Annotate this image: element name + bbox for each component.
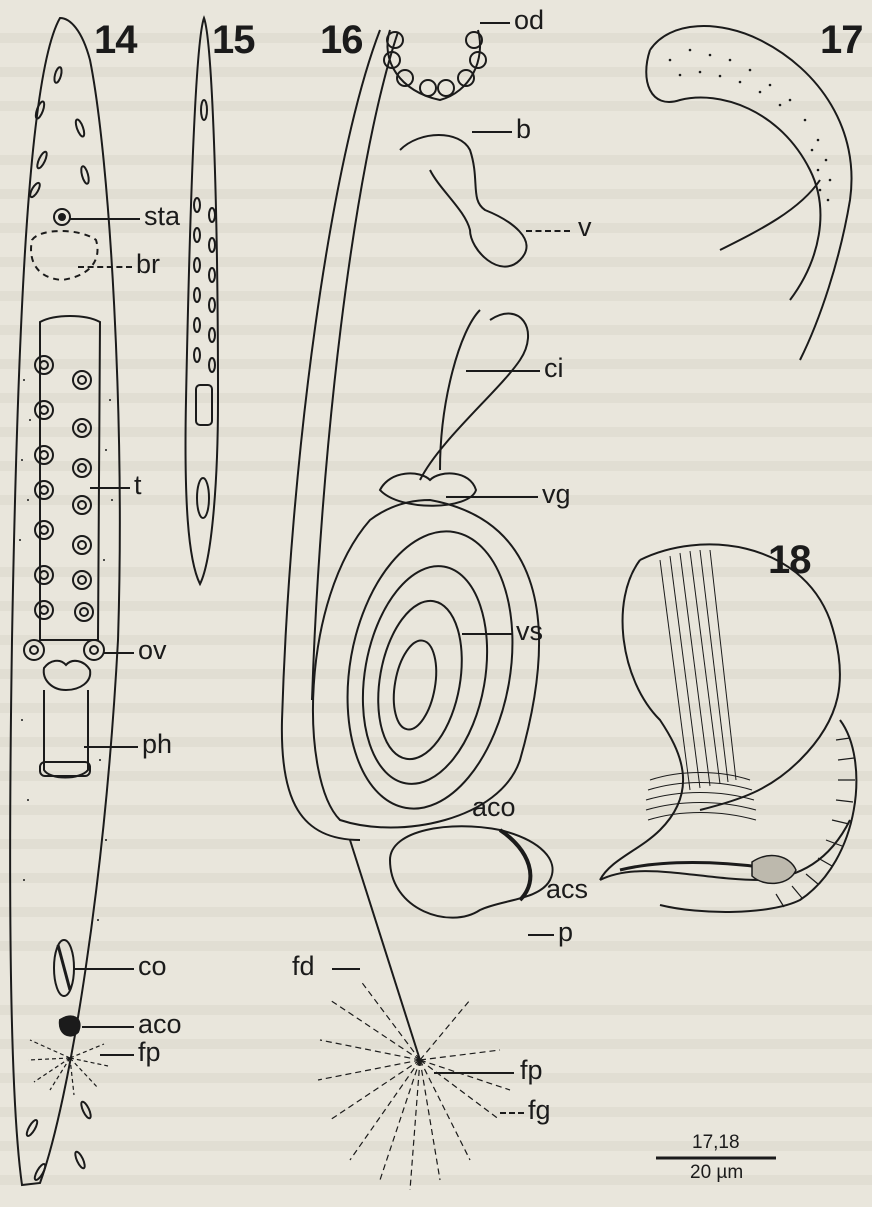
leader-line-fp-16 — [434, 1072, 514, 1074]
leader-line-v — [526, 230, 570, 232]
figure-number-16: 16 — [320, 20, 363, 60]
leader-line-co — [74, 968, 134, 970]
scale-bar-figures: 17,18 — [692, 1132, 740, 1154]
label-vs: vs — [516, 618, 543, 645]
leader-line-br — [78, 266, 132, 268]
figure-number-15: 15 — [212, 20, 255, 60]
leader-line-ph — [84, 746, 138, 748]
label-v: v — [578, 214, 592, 241]
leader-line-vs — [462, 633, 512, 635]
leader-line-b — [472, 131, 512, 133]
leader-line-sta — [70, 218, 140, 220]
leader-line-fp — [100, 1054, 134, 1056]
leader-line-t — [90, 487, 130, 489]
figure-number-14: 14 — [94, 20, 137, 60]
label-fp-14: fp — [138, 1039, 161, 1066]
label-od: od — [514, 7, 544, 34]
leader-line-p — [528, 934, 554, 936]
label-ci: ci — [544, 355, 564, 382]
label-br: br — [136, 251, 160, 278]
figure-number-17: 17 — [820, 20, 863, 60]
label-co: co — [138, 953, 167, 980]
label-acs: acs — [546, 876, 588, 903]
leader-line-fd — [332, 968, 360, 970]
label-vg: vg — [542, 481, 571, 508]
leader-line-aco — [82, 1026, 134, 1028]
label-fd: fd — [292, 953, 315, 980]
label-p: p — [558, 919, 573, 946]
scale-bar-length: 20 µm — [690, 1162, 743, 1184]
label-t: t — [134, 472, 142, 499]
leader-line-vg — [446, 496, 538, 498]
label-ov: ov — [138, 637, 167, 664]
leader-line-ov — [104, 652, 134, 654]
label-fp-16: fp — [520, 1057, 543, 1084]
leader-line-ci — [466, 370, 540, 372]
leader-line-od — [480, 22, 510, 24]
label-sta: sta — [144, 203, 180, 230]
label-fg: fg — [528, 1097, 551, 1124]
label-b: b — [516, 116, 531, 143]
label-aco-14: aco — [138, 1011, 182, 1038]
label-ph: ph — [142, 731, 172, 758]
label-aco-16: aco — [472, 794, 516, 821]
figure-number-18: 18 — [768, 540, 811, 580]
leader-line-fg — [500, 1112, 524, 1114]
